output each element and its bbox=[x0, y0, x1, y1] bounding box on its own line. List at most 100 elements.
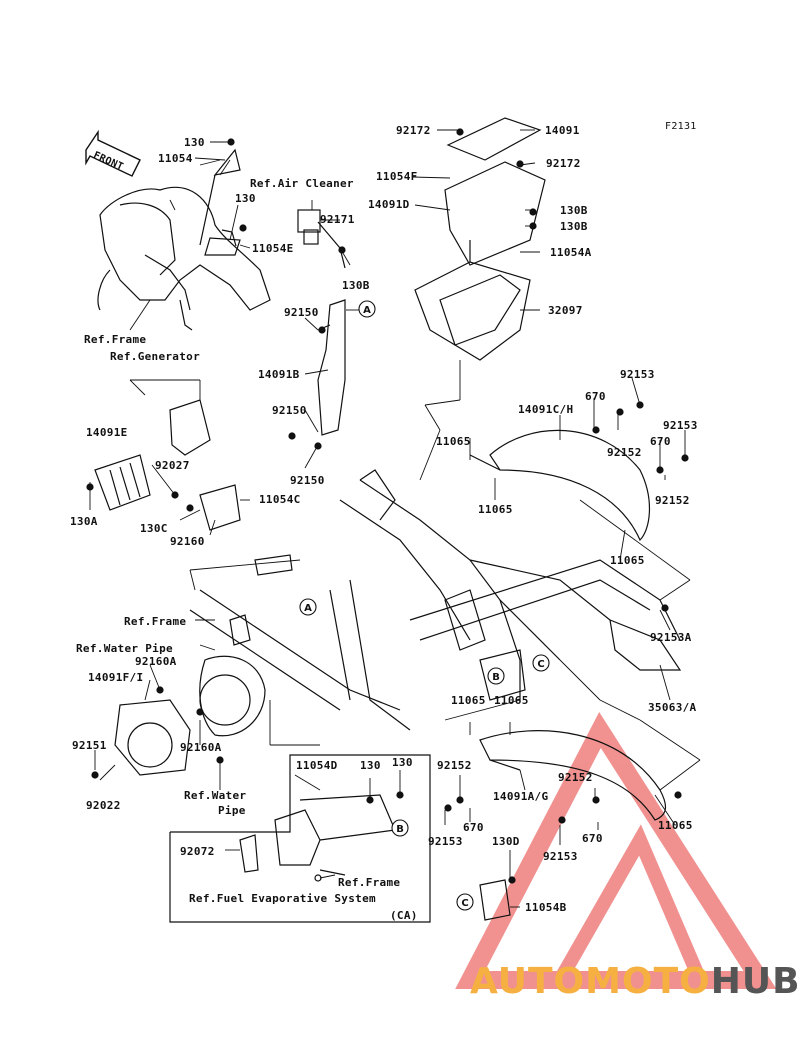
part-label-92153-d: 92153 bbox=[543, 850, 578, 863]
part-label-92072: 92072 bbox=[180, 845, 215, 858]
part-label-670-a: 670 bbox=[585, 390, 606, 403]
watermark-text: AUTOMOTOHUB bbox=[470, 962, 800, 1002]
callout-marker-B1: B bbox=[487, 667, 505, 685]
callout-circle-A2 bbox=[299, 598, 317, 616]
part-label-92150-b: 92150 bbox=[272, 404, 307, 417]
part-label-130-mid: 130 bbox=[235, 192, 256, 205]
part-label-ref-frame-top: Ref.Frame bbox=[84, 333, 147, 346]
part-label-130C: 130C bbox=[140, 522, 168, 535]
callout-circle-B1 bbox=[487, 667, 505, 685]
part-label-14091E: 14091E bbox=[86, 426, 128, 439]
part-label-92172-right: 92172 bbox=[546, 157, 581, 170]
part-label-92152-d: 92152 bbox=[558, 771, 593, 784]
part-label-14091: 14091 bbox=[545, 124, 580, 137]
part-label-92027: 92027 bbox=[155, 459, 190, 472]
part-label-92150-c: 92150 bbox=[290, 474, 325, 487]
part-label-14091FI: 14091F/I bbox=[88, 671, 144, 684]
callout-letter-A2: A bbox=[304, 603, 312, 614]
part-label-14091CH: 14091C/H bbox=[518, 403, 574, 416]
part-label-92171: 92171 bbox=[320, 213, 355, 226]
part-label-32097: 32097 bbox=[548, 304, 583, 317]
front-arrow-icon bbox=[85, 129, 141, 177]
part-label-ref-frame-low: Ref.Frame bbox=[338, 876, 401, 889]
callout-circle-B2 bbox=[391, 819, 409, 837]
callout-circle-C2 bbox=[456, 893, 474, 911]
part-label-92153A: 92153A bbox=[650, 631, 692, 644]
watermark-part2: HUB bbox=[710, 961, 800, 1002]
vacuum-valve-drawing bbox=[297, 209, 346, 269]
part-label-14091D: 14091D bbox=[368, 198, 410, 211]
callout-marker-A2: A bbox=[299, 598, 317, 616]
part-label-14091B: 14091B bbox=[258, 368, 300, 381]
part-label-11054E: 11054E bbox=[252, 242, 294, 255]
callout-marker-C2: C bbox=[456, 893, 474, 911]
part-label-11065-e: 11065 bbox=[494, 694, 529, 707]
part-label-ref-water: Ref.Water bbox=[184, 789, 247, 802]
callout-letter-C2: C bbox=[461, 898, 468, 909]
part-label-130A: 130A bbox=[70, 515, 98, 528]
part-label-ref-fuel-evap: Ref.Fuel Evaporative System bbox=[189, 892, 376, 905]
part-label-130B-right: 130B bbox=[560, 204, 588, 217]
rear-fender-upper-drawing bbox=[469, 429, 651, 542]
part-label-92172-top: 92172 bbox=[396, 124, 431, 137]
rear-fender-lower-drawing bbox=[479, 730, 666, 821]
part-label-92160: 92160 bbox=[170, 535, 205, 548]
figure-code: F2131 bbox=[665, 121, 697, 132]
part-label-11065-f: 11065 bbox=[658, 819, 693, 832]
callout-letter-C1: C bbox=[537, 659, 544, 670]
part-label-pipe: Pipe bbox=[218, 804, 246, 817]
part-label-130-low2: 130 bbox=[392, 756, 413, 769]
part-label-11054: 11054 bbox=[158, 152, 193, 165]
part-label-130-low1: 130 bbox=[360, 759, 381, 772]
callout-letter-B1: B bbox=[492, 672, 500, 683]
part-label-11054F: 11054F bbox=[376, 170, 418, 183]
part-label-92152-c: 92152 bbox=[437, 759, 472, 772]
callout-letter-B2: B bbox=[396, 824, 404, 835]
part-label-130D: 130D bbox=[492, 835, 520, 848]
part-label-92152-b: 92152 bbox=[655, 494, 690, 507]
part-label-11065-c: 11065 bbox=[610, 554, 645, 567]
part-label-670-b: 670 bbox=[650, 435, 671, 448]
callout-letter-A1: A bbox=[363, 305, 371, 316]
part-label-92160A-bot: 92160A bbox=[180, 741, 222, 754]
part-label-92160A-top: 92160A bbox=[135, 655, 177, 668]
part-label-92152-a: 92152 bbox=[607, 446, 642, 459]
regulator-drawing bbox=[94, 399, 241, 531]
front-frame-drawing bbox=[97, 148, 271, 331]
battery-case-drawing bbox=[414, 117, 546, 361]
part-label-14091AG: 14091A/G bbox=[493, 790, 549, 803]
part-label-35063A: 35063/A bbox=[648, 701, 697, 714]
callout-circle-A1 bbox=[358, 300, 376, 318]
part-label-11054B: 11054B bbox=[525, 901, 567, 914]
leader-lines bbox=[89, 129, 701, 908]
part-label-11054D: 11054D bbox=[296, 759, 338, 772]
part-label-ref-generator: Ref.Generator bbox=[110, 350, 200, 363]
part-label-11065-b: 11065 bbox=[478, 503, 513, 516]
part-label-ref-water-pipe-top: Ref.Water Pipe bbox=[76, 642, 173, 655]
circle-markers: A A B B C C bbox=[299, 300, 550, 911]
part-label-11065-a: 11065 bbox=[436, 435, 471, 448]
part-label-92153-c: 92153 bbox=[428, 835, 463, 848]
part-label-130B-right2: 130B bbox=[560, 220, 588, 233]
side-cover-drawing bbox=[114, 655, 266, 776]
part-label-670-d: 670 bbox=[582, 832, 603, 845]
bracket-11054B-drawing bbox=[479, 879, 511, 921]
part-label-ca: (CA) bbox=[390, 909, 418, 922]
callout-marker-A1: A bbox=[358, 300, 376, 318]
watermark-part1: AUTOMOTO bbox=[470, 961, 711, 1002]
part-label-92151: 92151 bbox=[72, 739, 107, 752]
part-label-130B-left: 130B bbox=[342, 279, 370, 292]
callout-marker-B2: B bbox=[391, 819, 409, 837]
part-label-130-top: 130 bbox=[184, 136, 205, 149]
part-label-92022: 92022 bbox=[86, 799, 121, 812]
part-label-ref-air-cleaner: Ref.Air Cleaner bbox=[250, 177, 354, 190]
part-label-11054A: 11054A bbox=[550, 246, 592, 259]
part-label-ref-frame-mid: Ref.Frame bbox=[124, 615, 187, 628]
part-label-11054C: 11054C bbox=[259, 493, 301, 506]
part-label-11065-d: 11065 bbox=[451, 694, 486, 707]
fuel-evap-inset-box bbox=[169, 754, 431, 923]
part-label-670-c: 670 bbox=[463, 821, 484, 834]
part-label-92153-b: 92153 bbox=[663, 419, 698, 432]
callout-circle-C1 bbox=[532, 654, 550, 672]
